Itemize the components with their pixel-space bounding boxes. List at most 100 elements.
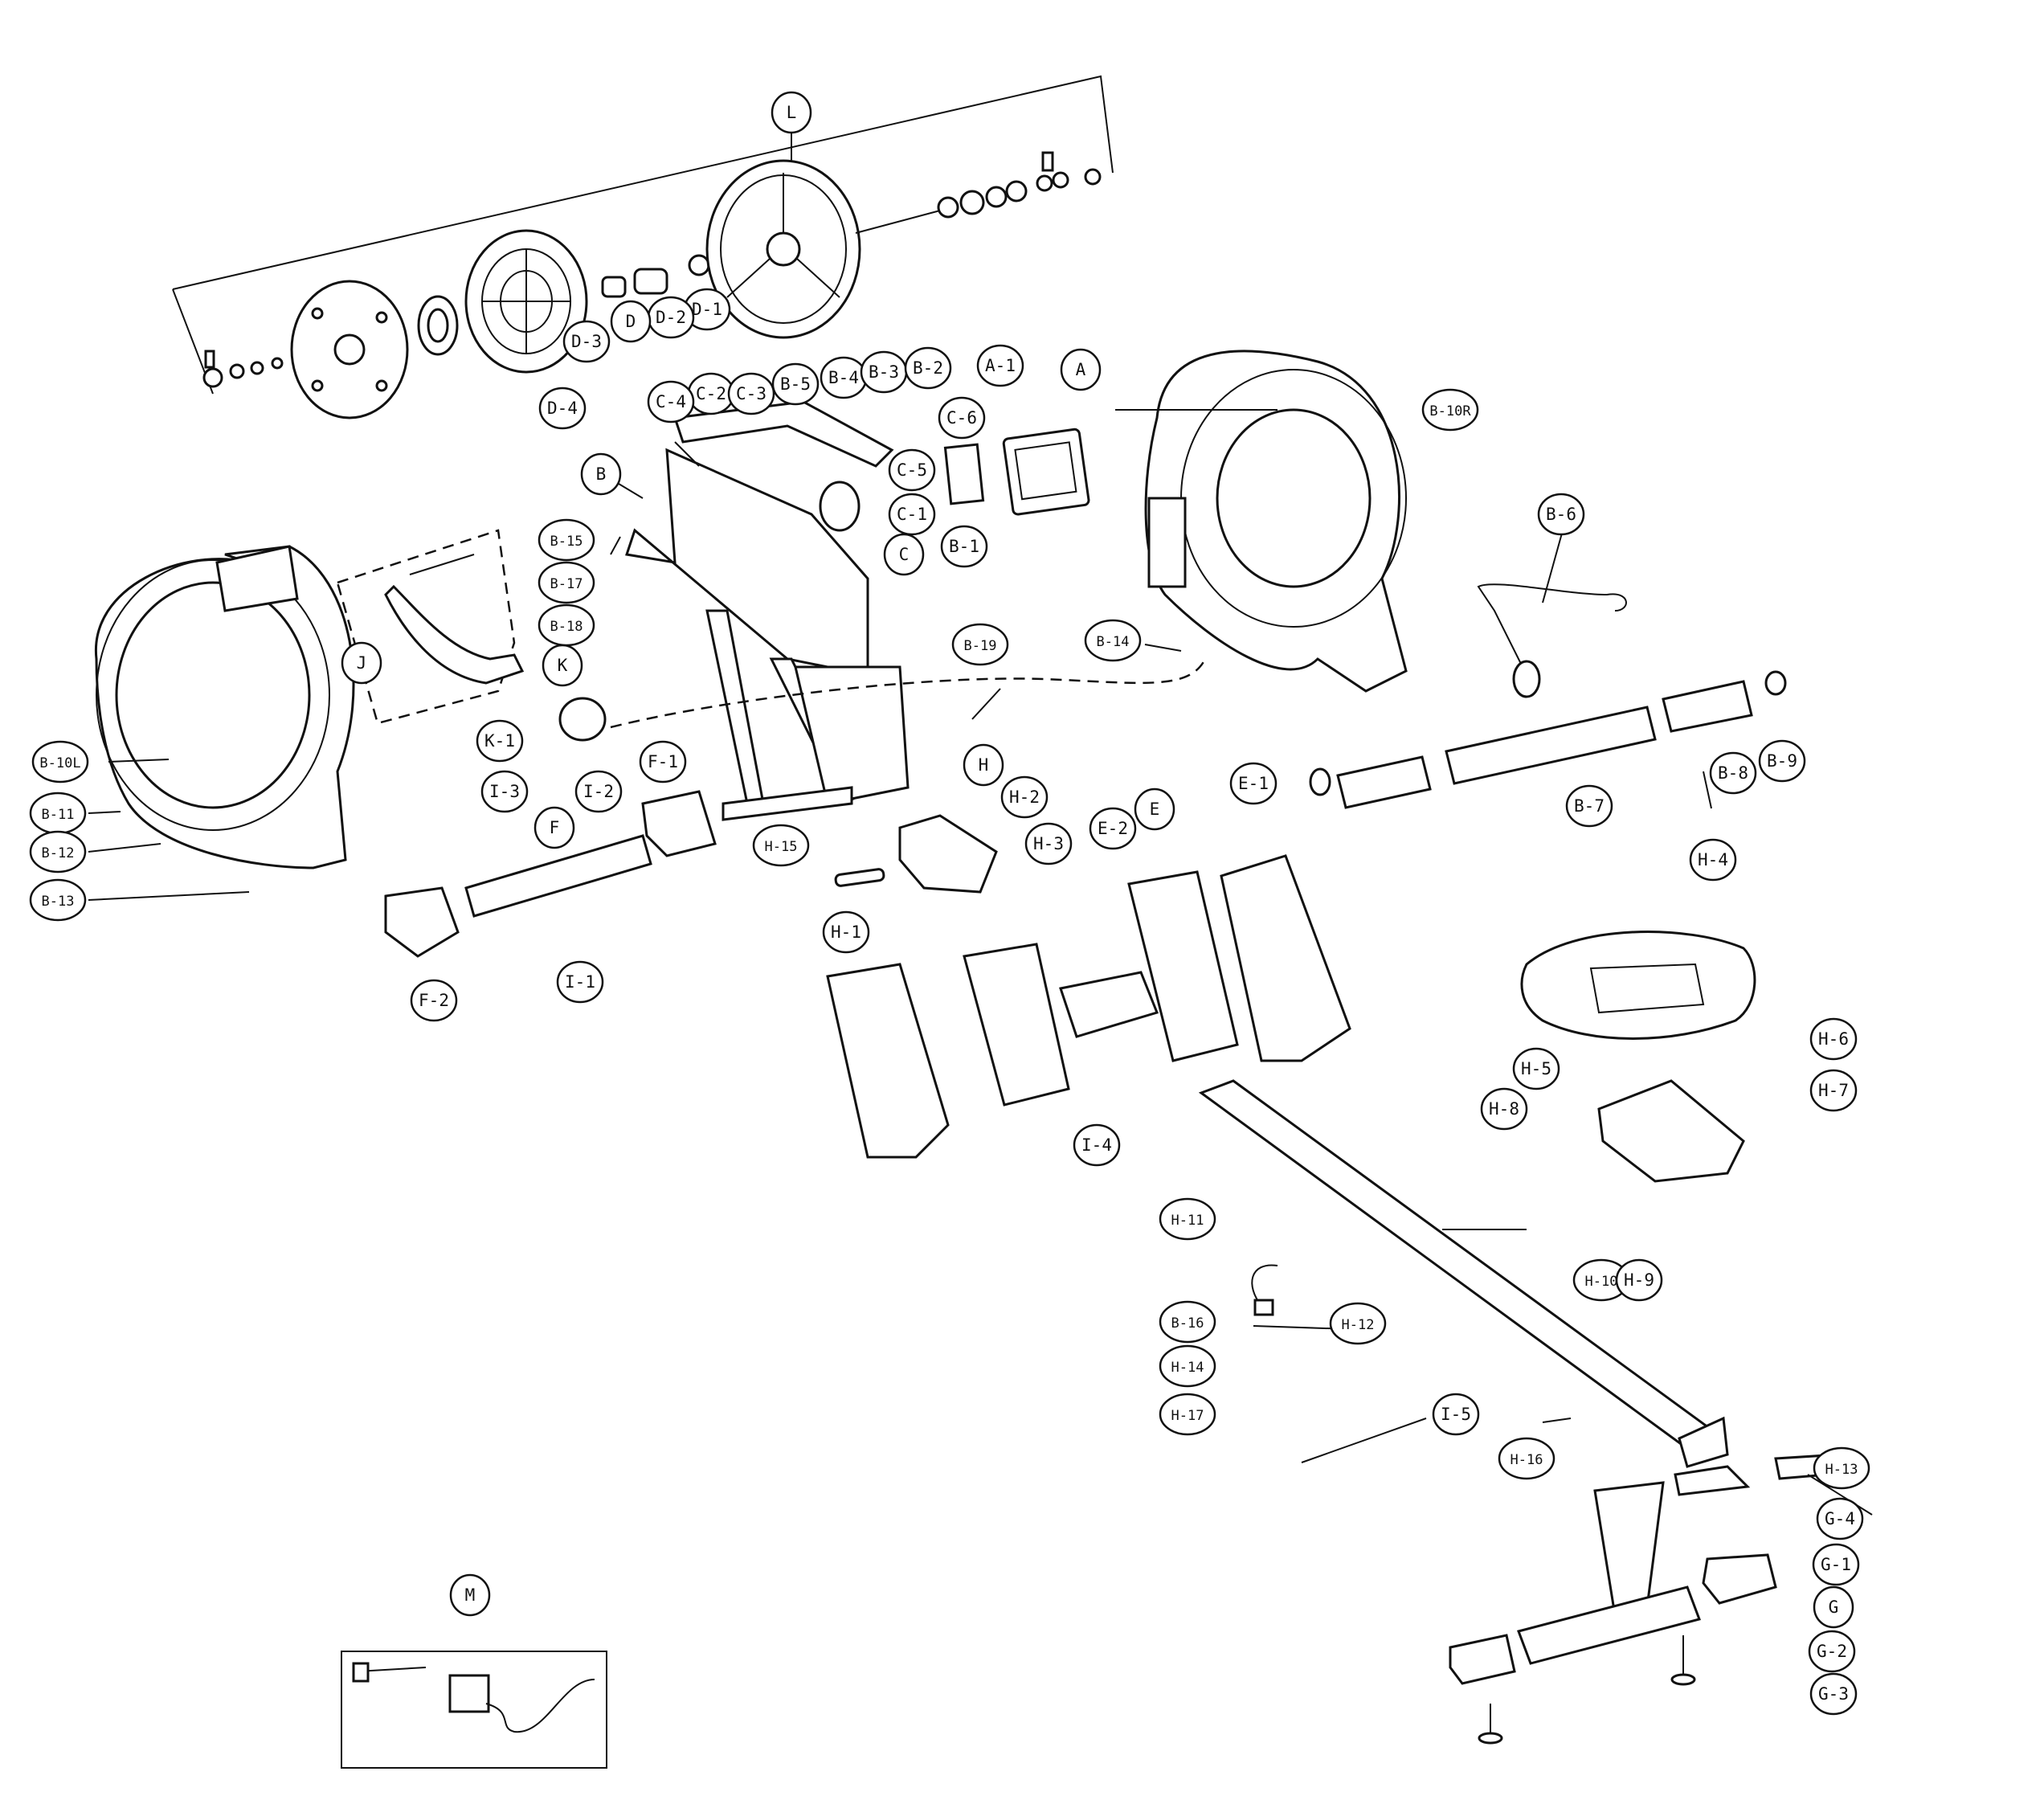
callout-h-16: H-16 — [1498, 1437, 1555, 1480]
callout-label: E — [1150, 800, 1160, 819]
callout-circle — [476, 719, 524, 763]
callout-label: G — [1829, 1598, 1839, 1617]
callout-g-4: G-4 — [1816, 1497, 1864, 1540]
callout-label: B-14 — [1097, 634, 1130, 650]
callout-circle — [1498, 1437, 1555, 1480]
callout-h-1: H-1 — [822, 910, 870, 954]
callout-circle — [1159, 1300, 1216, 1344]
callout-circle — [1073, 1123, 1121, 1167]
callout-h-17: H-17 — [1159, 1393, 1216, 1436]
callout-d-4: D-4 — [538, 387, 587, 430]
rail — [1198, 1079, 1729, 1468]
callout-d-2: D-2 — [647, 296, 695, 339]
callout-circle — [639, 740, 687, 783]
callout-label: B-6 — [1546, 505, 1576, 524]
rear-stabilizer — [1449, 1453, 1842, 1745]
callout-label: I-3 — [489, 782, 520, 801]
callout-circle — [883, 533, 925, 576]
callout-circle — [1421, 388, 1479, 432]
callout-g-2: G-2 — [1808, 1630, 1856, 1673]
callout-c: C — [883, 533, 925, 576]
callout-label: F-1 — [648, 752, 678, 771]
callout-circle — [562, 320, 611, 363]
callout-label: G-2 — [1817, 1642, 1847, 1661]
callout-b-5: B-5 — [771, 362, 820, 406]
callout-circle — [480, 770, 529, 813]
callout-b-12: B-12 — [29, 830, 87, 873]
callout-circle — [1024, 822, 1073, 865]
callout-label: H-10 — [1585, 1274, 1618, 1290]
callout-circle — [1159, 1344, 1216, 1388]
callout-circle — [940, 525, 988, 568]
callout-label: I-4 — [1081, 1135, 1112, 1155]
callout-label: B-3 — [869, 362, 899, 382]
callout-circle — [31, 740, 89, 783]
callout-label: H-7 — [1818, 1081, 1849, 1100]
callout-label: B-2 — [913, 358, 943, 378]
callout-circle — [888, 448, 936, 492]
callout-c-6: C-6 — [938, 396, 986, 440]
callout-circle — [574, 770, 623, 813]
callout-label: H-3 — [1033, 834, 1064, 853]
callout-g-3: G-3 — [1809, 1672, 1858, 1716]
callout-m: M — [449, 1573, 491, 1617]
callout-label: B-4 — [828, 368, 859, 387]
callout-circle — [1809, 1672, 1858, 1716]
seat-bracket — [834, 814, 998, 894]
callout-d: D — [610, 300, 652, 343]
callout-c-5: C-5 — [888, 448, 936, 492]
accessory-box — [341, 1651, 607, 1769]
callout-c-1: C-1 — [888, 493, 936, 536]
callout-label: B-11 — [42, 807, 75, 823]
callout-circle — [542, 644, 583, 687]
main-frame — [625, 400, 1090, 821]
callout-circle — [1565, 784, 1613, 828]
callout-h-11: H-11 — [1159, 1197, 1216, 1241]
callout-h-9: H-9 — [1615, 1258, 1663, 1302]
callout-b-6: B-6 — [1537, 493, 1585, 536]
right-fan-cover — [1144, 350, 1408, 693]
callout-label: H-4 — [1698, 850, 1728, 869]
callout-i-1: I-1 — [556, 960, 604, 1004]
callout-circle — [1060, 348, 1102, 391]
callout-circle — [1159, 1197, 1216, 1241]
callout-label: H-1 — [831, 923, 861, 942]
callout-circle — [1000, 775, 1049, 819]
callout-label: E-2 — [1098, 819, 1128, 838]
callout-label: C-5 — [897, 460, 927, 480]
callout-label: B-1 — [949, 537, 979, 556]
callout-label: B-9 — [1767, 751, 1797, 771]
callout-circle — [1813, 1585, 1854, 1629]
callout-circle — [1758, 739, 1806, 783]
callout-b-13: B-13 — [29, 878, 87, 922]
callout-label: E-1 — [1238, 774, 1269, 793]
callout-label: A-1 — [985, 356, 1016, 375]
callout-label: D-4 — [547, 399, 578, 418]
callout-c-4: C-4 — [647, 380, 695, 423]
callout-e-1: E-1 — [1229, 762, 1278, 805]
callout-label: H-13 — [1825, 1462, 1858, 1478]
callout-circle — [1808, 1630, 1856, 1673]
callout-b: B — [580, 452, 622, 496]
callout-circle — [580, 452, 622, 496]
callout-circle — [1709, 751, 1757, 795]
callout-g-1: G-1 — [1812, 1543, 1860, 1586]
callout-circle — [449, 1573, 491, 1617]
callout-h-8: H-8 — [1480, 1087, 1528, 1131]
callout-b-10l: B-10L — [31, 740, 89, 783]
left-fan-cover — [95, 545, 355, 869]
callout-i-5: I-5 — [1432, 1393, 1480, 1436]
callout-label: K — [558, 656, 568, 675]
callout-circle — [1084, 619, 1142, 662]
callout-h-6: H-6 — [1809, 1017, 1858, 1061]
callout-label: C-6 — [946, 408, 977, 428]
callout-label: J — [357, 653, 367, 673]
callout-circle — [538, 387, 587, 430]
callout-f-2: F-2 — [410, 979, 458, 1022]
callout-c-3: C-3 — [727, 372, 775, 415]
callout-circle — [1813, 1446, 1870, 1490]
callout-label: B-13 — [42, 894, 75, 910]
callout-label: B-10L — [39, 755, 80, 771]
callout-label: H-16 — [1511, 1452, 1543, 1468]
callout-label: D — [626, 312, 636, 331]
